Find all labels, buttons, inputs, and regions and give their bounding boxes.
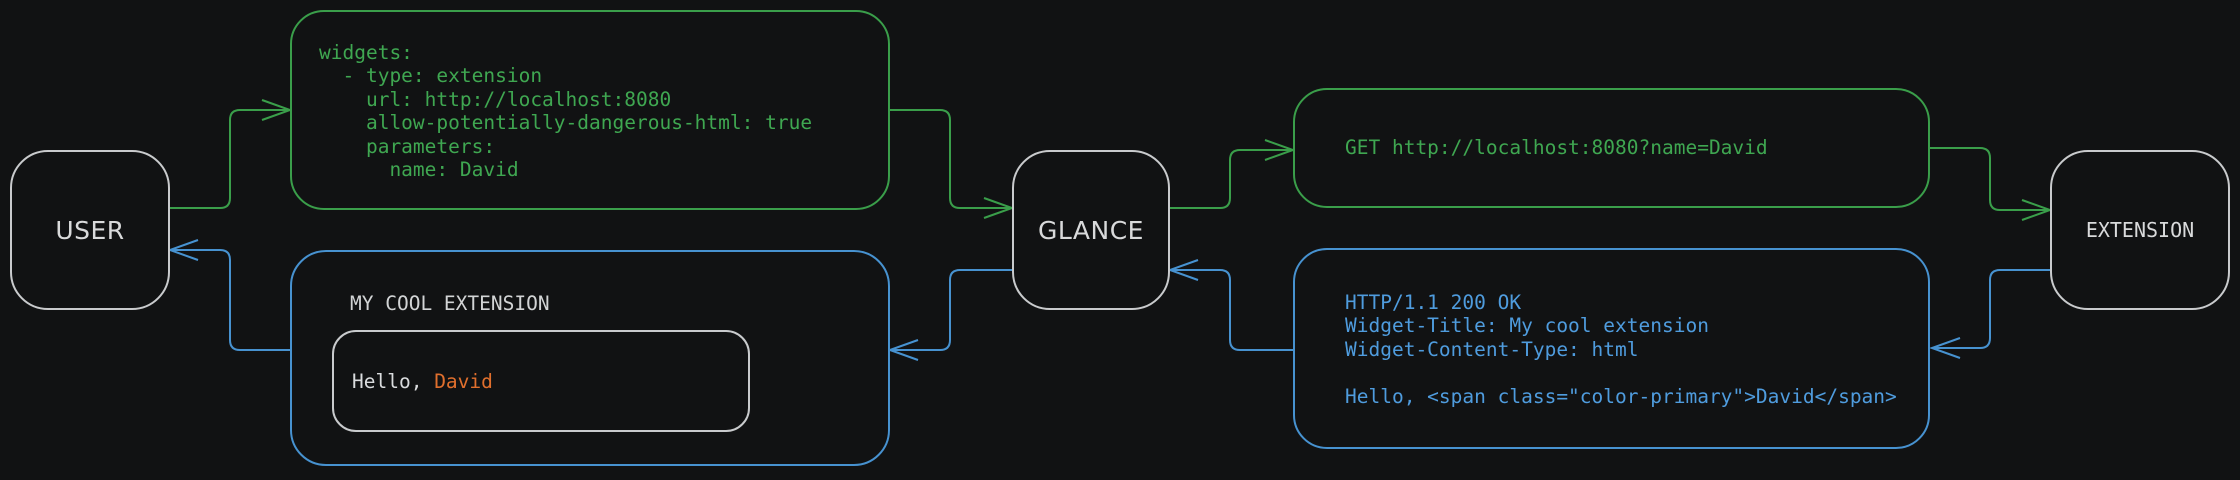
arrowhead-extension-to-response <box>1929 337 1961 359</box>
widget-preview-box: MY COOL EXTENSION Hello, David <box>290 250 890 466</box>
http-response-box: HTTP/1.1 200 OK Widget-Title: My cool ex… <box>1293 248 1930 449</box>
widget-preview-title: MY COOL EXTENSION <box>350 292 550 315</box>
http-response-line: Widget-Content-Type: html <box>1345 337 1639 361</box>
config-line: widgets: <box>319 41 413 64</box>
arrow-widget-to-user <box>173 249 290 351</box>
node-glance-label: GLANCE <box>1038 215 1144 245</box>
node-extension-label: EXTENSION <box>2085 218 2195 242</box>
http-request-box: GET http://localhost:8080?name=David <box>1293 88 1930 208</box>
arrow-response-to-glance <box>1173 269 1293 351</box>
config-line: name: David <box>319 158 519 182</box>
greeting-card: Hello, David <box>332 330 750 432</box>
node-user: USER <box>10 150 170 310</box>
node-user-label: USER <box>55 215 125 245</box>
http-response-line: Hello, <span class="color-primary">David… <box>1345 384 1897 408</box>
http-response-line: Widget-Title: My cool extension <box>1345 314 1709 338</box>
config-line: allow-potentially-dangerous-html: true <box>319 111 813 135</box>
config-line: - type: extension <box>319 64 543 88</box>
arrowhead-response-to-glance <box>1167 259 1199 281</box>
arrowhead-glance-to-widget <box>887 339 919 361</box>
arrow-glance-to-request <box>1170 149 1290 209</box>
arrow-config-to-glance <box>890 109 1009 209</box>
config-line: url: http://localhost:8080 <box>319 87 672 111</box>
node-glance: GLANCE <box>1012 150 1170 310</box>
arrow-glance-to-widget <box>893 269 1012 351</box>
config-line: parameters: <box>319 134 496 158</box>
config-yaml-box: widgets: - type: extension url: http://l… <box>290 10 890 210</box>
arrow-extension-to-response <box>1935 269 2050 349</box>
greeting-name: David <box>434 369 493 393</box>
arrow-request-to-extension <box>1930 147 2047 211</box>
arrow-user-to-config <box>170 109 287 209</box>
http-request-line: GET http://localhost:8080?name=David <box>1345 136 1768 160</box>
greeting-prefix: Hello, <box>352 369 435 393</box>
node-extension: EXTENSION <box>2050 150 2230 310</box>
arrowhead-widget-to-user <box>167 239 199 261</box>
http-response-line: HTTP/1.1 200 OK <box>1345 291 1522 314</box>
http-response-line <box>1345 361 1928 384</box>
